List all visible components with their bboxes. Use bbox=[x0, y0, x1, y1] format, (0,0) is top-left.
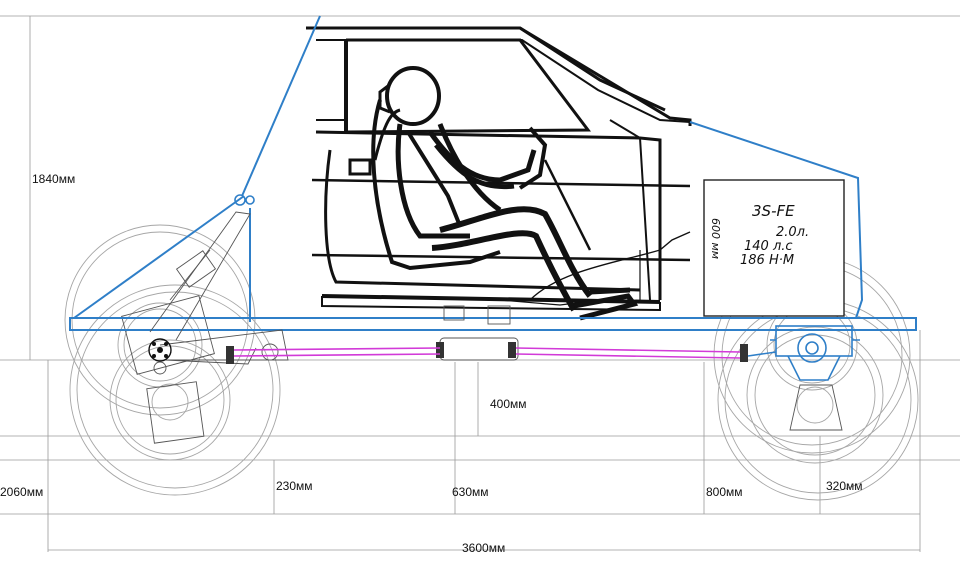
dimension-labels: 1840мм 2060мм 230мм 400мм 630мм 800мм 32… bbox=[0, 172, 863, 555]
engine-label-model: 3S-FE bbox=[752, 202, 795, 220]
height-note-label: 600 мм bbox=[709, 218, 722, 259]
drive-shafts bbox=[233, 347, 777, 359]
engine-label-torque: 186 Н·М bbox=[740, 253, 794, 268]
dimension-guides bbox=[0, 15, 960, 552]
chassis-frame bbox=[69, 15, 917, 381]
engine-label-volume: 2.0л. bbox=[776, 225, 809, 240]
driver-figure bbox=[371, 66, 639, 321]
dim-height-total: 1840мм bbox=[32, 172, 75, 186]
dim-d2: 630мм bbox=[452, 485, 489, 499]
engine-block: 3S-FE 2.0л. 140 л.с 186 Н·М 600 мм bbox=[703, 179, 845, 317]
center-gearbox bbox=[226, 305, 748, 364]
car-body-outline bbox=[306, 26, 692, 312]
dim-width-left: 2060мм bbox=[0, 485, 43, 499]
rear-suspension bbox=[148, 211, 289, 375]
dim-d3: 800мм bbox=[706, 485, 743, 499]
dim-ground-clearance: 400мм bbox=[490, 397, 527, 411]
engine-label-power: 140 л.с bbox=[744, 239, 793, 254]
dim-wheelbase-total: 3600мм bbox=[462, 541, 505, 555]
dim-d4: 320мм bbox=[826, 479, 863, 493]
dim-d1: 230мм bbox=[276, 479, 313, 493]
rear-wheel bbox=[64, 224, 281, 496]
